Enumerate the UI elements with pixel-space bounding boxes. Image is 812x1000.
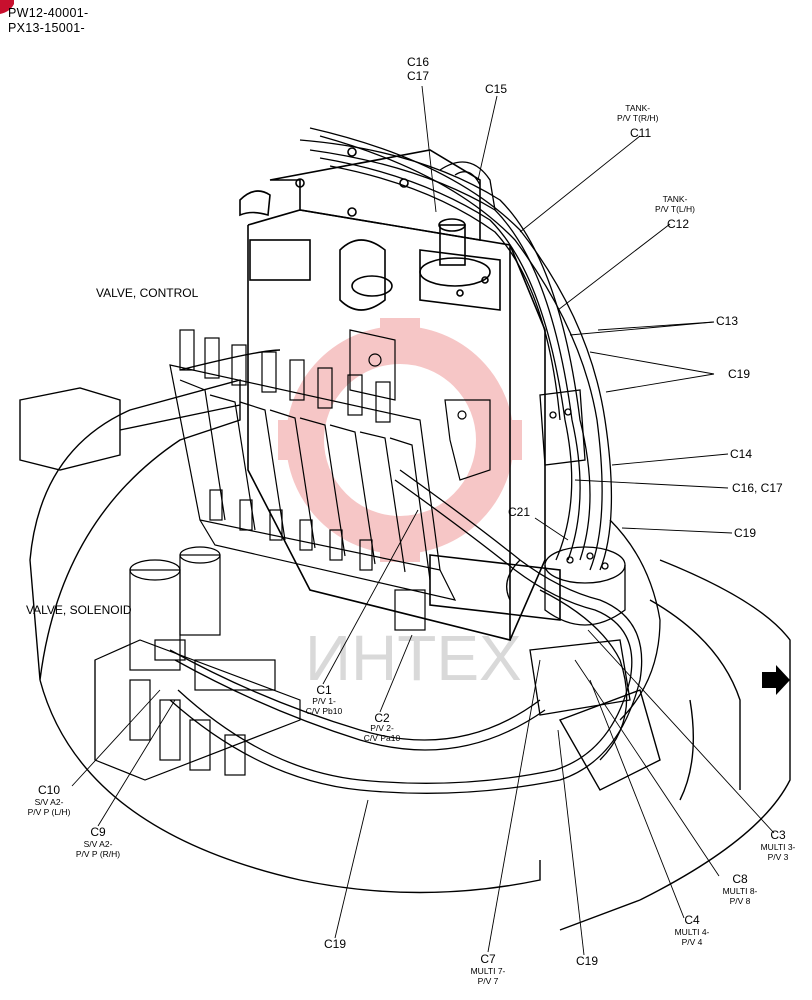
callout-c19-mid: C19 bbox=[734, 526, 757, 540]
callout-c8-code: C8 bbox=[732, 872, 748, 886]
callout-c15: C15 bbox=[485, 82, 508, 96]
callout-c7-desc: MULTI 7- P/V 7 bbox=[470, 966, 506, 986]
callout-c4-code: C4 bbox=[684, 913, 700, 927]
callout-c13: C13 bbox=[716, 314, 739, 328]
callout-c9-code: C9 bbox=[90, 825, 106, 839]
callout-c16-c17-right: C16, C17 bbox=[732, 481, 783, 495]
callout-c21: C21 bbox=[508, 505, 531, 519]
watermark-logo bbox=[278, 318, 522, 562]
callout-c19-right: C19 bbox=[728, 367, 751, 381]
label-valve-control: VALVE, CONTROL bbox=[96, 286, 199, 300]
arrow-icon bbox=[762, 665, 790, 695]
callout-c1-desc: P/V 1- C/V Pb10 bbox=[305, 696, 343, 716]
callout-c14: C14 bbox=[730, 447, 753, 461]
main-housing bbox=[239, 147, 561, 642]
callout-c4-desc: MULTI 4- P/V 4 bbox=[674, 927, 710, 947]
control-valve-block bbox=[169, 329, 491, 631]
callout-c7-code: C7 bbox=[480, 952, 496, 966]
callout-c10-code: C10 bbox=[37, 783, 60, 797]
callout-c11-desc: TANK- P/V T(R/H) bbox=[617, 103, 659, 123]
callout-c10-desc: S/V A2- P/V P (L/H) bbox=[27, 797, 71, 817]
callout-c19-bottom-left: C19 bbox=[324, 937, 347, 951]
header-serial-1: PW12-40001- bbox=[8, 6, 89, 20]
callout-c1-code: C1 bbox=[316, 683, 332, 697]
callout-c3-desc: MULTI 3- P/V 3 bbox=[760, 842, 796, 862]
callout-c8-desc: MULTI 8- P/V 8 bbox=[722, 886, 758, 906]
callout-c2-code: C2 bbox=[374, 711, 390, 725]
callout-c12-desc: TANK- P/V T(L/H) bbox=[655, 194, 695, 214]
callout-c11-code: C11 bbox=[630, 126, 652, 140]
callout-c16-c17-top: C16 C17 bbox=[407, 55, 430, 83]
callout-c19-bottom-mid: C19 bbox=[576, 954, 599, 968]
callout-c12-code: C12 bbox=[667, 217, 690, 231]
leader-lines bbox=[71, 85, 775, 956]
corner-mark-icon bbox=[0, 0, 14, 14]
header-serial-2: PX13-15001- bbox=[8, 21, 85, 35]
callout-c3-code: C3 bbox=[770, 828, 786, 842]
label-valve-solenoid: VALVE, SOLENOID bbox=[26, 603, 132, 617]
callout-c2-desc: P/V 2- C/V Pa10 bbox=[363, 723, 401, 743]
solenoid-valve-block bbox=[94, 546, 301, 781]
multi-valve-assembly bbox=[529, 389, 631, 716]
callout-c9-desc: S/V A2- P/V P (R/H) bbox=[75, 839, 121, 859]
